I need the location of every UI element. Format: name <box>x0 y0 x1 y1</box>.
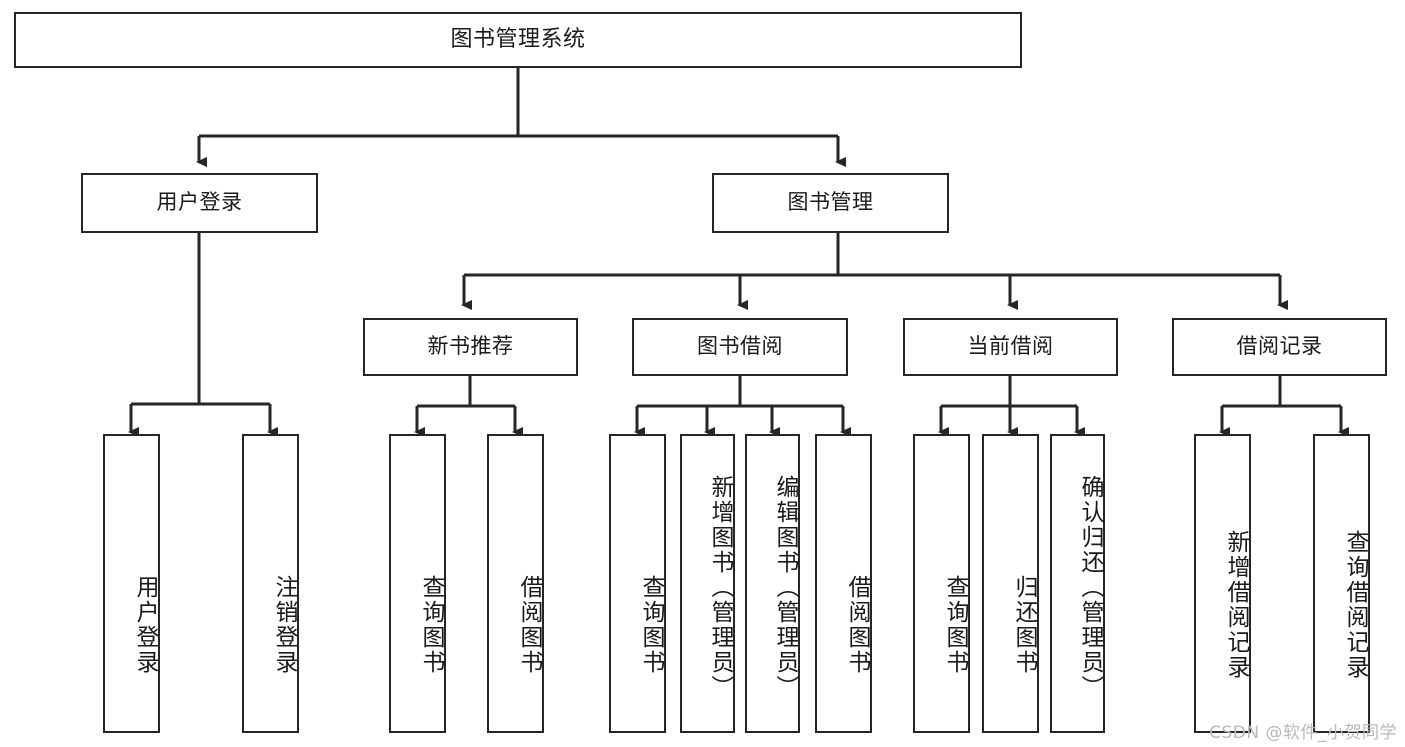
node-label: 当前借阅 <box>967 334 1054 359</box>
leaf-query-book-borrow[interactable]: 查询图书 <box>609 434 666 733</box>
leaf-label: 查询图书 <box>418 574 444 675</box>
leaf-label: 借阅图书 <box>844 574 870 675</box>
leaf-label: 编辑图书（管理员） <box>772 475 798 700</box>
node-label: 图书管理系统 <box>450 26 586 52</box>
leaf-label: 借阅图书 <box>516 574 542 675</box>
leaf-label: 注销登录 <box>271 574 297 675</box>
node-label: 新书推荐 <box>427 334 514 359</box>
leaf-label: 查询借阅记录 <box>1342 529 1368 680</box>
node-book-borrow[interactable]: 图书借阅 <box>632 318 848 376</box>
node-label: 图书管理 <box>787 190 874 215</box>
leaf-logout-login[interactable]: 注销登录 <box>242 434 299 733</box>
node-label: 借阅记录 <box>1236 334 1323 359</box>
leaf-label: 新增借阅记录 <box>1223 529 1249 680</box>
leaf-return-book[interactable]: 归还图书 <box>982 434 1039 733</box>
leaf-label: 归还图书 <box>1011 574 1037 675</box>
leaf-label: 新增图书（管理员） <box>707 475 733 700</box>
leaf-query-borrow-record[interactable]: 查询借阅记录 <box>1313 434 1370 733</box>
csdn-watermark: CSDN @软件_小贺同学 <box>1209 723 1397 743</box>
leaf-label: 用户登录 <box>132 574 158 675</box>
leaf-add-borrow-record[interactable]: 新增借阅记录 <box>1194 434 1251 733</box>
node-current-borrow[interactable]: 当前借阅 <box>903 318 1118 376</box>
leaf-edit-book-admin[interactable]: 编辑图书（管理员） <box>745 434 800 733</box>
node-new-book-recommend[interactable]: 新书推荐 <box>363 318 578 376</box>
leaf-label: 查询图书 <box>942 574 968 675</box>
node-label: 图书借阅 <box>697 334 783 359</box>
leaf-label: 确认归还（管理员） <box>1077 475 1103 700</box>
node-label: 用户登录 <box>156 190 243 215</box>
leaf-user-login[interactable]: 用户登录 <box>103 434 160 733</box>
leaf-label: 查询图书 <box>638 574 664 675</box>
node-borrow-record[interactable]: 借阅记录 <box>1172 318 1387 376</box>
node-root-system[interactable]: 图书管理系统 <box>14 12 1022 68</box>
node-user-login[interactable]: 用户登录 <box>81 173 318 233</box>
leaf-query-book-current[interactable]: 查询图书 <box>913 434 970 733</box>
leaf-confirm-return-admin[interactable]: 确认归还（管理员） <box>1050 434 1105 733</box>
leaf-borrow-book[interactable]: 借阅图书 <box>815 434 872 733</box>
leaf-query-book-recommend[interactable]: 查询图书 <box>389 434 446 733</box>
node-book-management[interactable]: 图书管理 <box>712 173 949 233</box>
leaf-add-book-admin[interactable]: 新增图书（管理员） <box>680 434 735 733</box>
leaf-borrow-book-recommend[interactable]: 借阅图书 <box>487 434 544 733</box>
